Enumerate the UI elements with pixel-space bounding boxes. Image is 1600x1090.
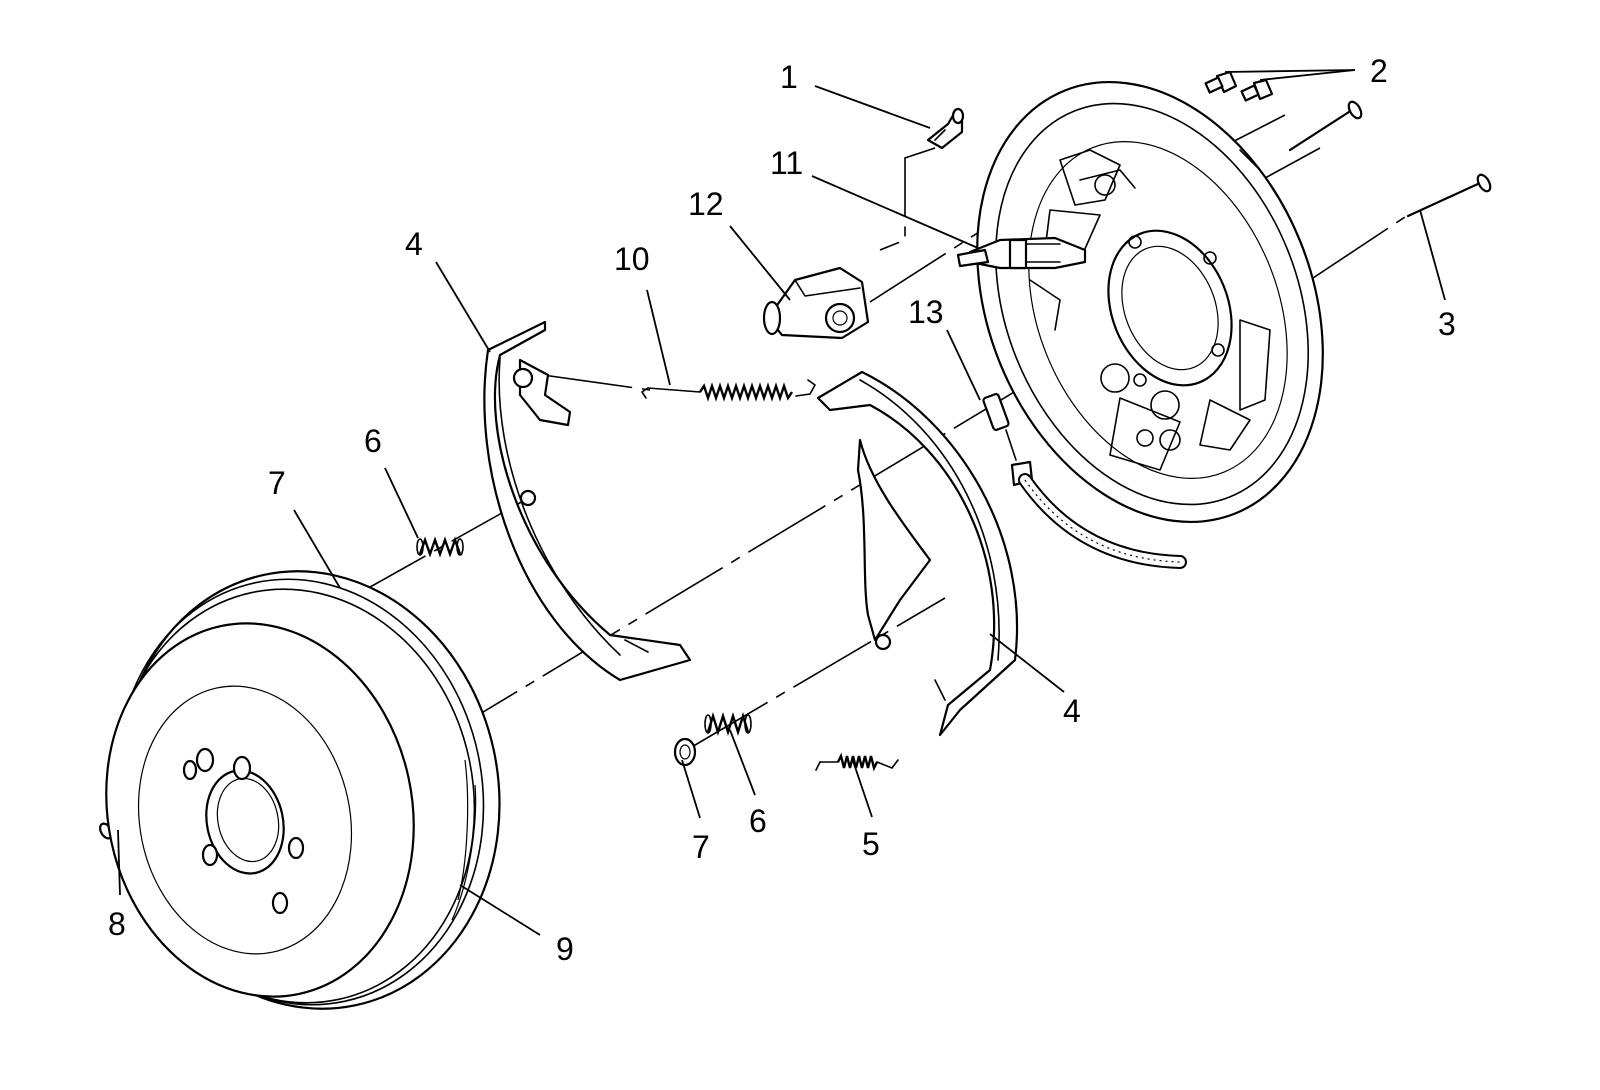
bleeder-valve [926,107,965,150]
callout-10: 10 [614,241,650,277]
wheel-cylinder [762,266,870,340]
callout-7-upper: 7 [268,465,286,501]
leader-lines [117,69,1446,936]
hold-down-spring-lower [704,711,752,737]
brake-shoe-right [816,370,1019,737]
retainer-lower [673,737,697,767]
callout-5: 5 [862,826,880,862]
parking-brake-cable [982,393,1187,569]
callout-1: 1 [780,59,798,95]
backing-plate [976,80,1324,524]
bolts [1204,70,1274,102]
callout-4-right-shoe: 4 [1063,693,1081,729]
upper-return-spring [641,379,816,402]
callout-7-lower: 7 [692,829,710,865]
callout-12: 12 [688,186,724,222]
callout-11: 11 [770,145,803,181]
hold-down-spring-upper [416,536,464,558]
callout-3: 3 [1438,306,1456,342]
callout-labels: 1 2 3 4 4 5 6 6 7 7 8 9 10 11 12 13 [108,53,1456,967]
callout-6-lower: 6 [749,803,767,839]
callout-8: 8 [108,906,126,942]
brake-drum [105,570,501,1010]
hold-down-pins [1288,100,1492,218]
callout-13: 13 [908,294,944,330]
callout-4-left-shoe: 4 [405,226,423,262]
lower-return-spring [815,752,899,772]
callout-9: 9 [556,931,574,967]
adjuster-assembly [956,236,1087,270]
brake-shoe-left [483,320,692,682]
callout-6-upper: 6 [364,423,382,459]
callout-2: 2 [1370,53,1388,89]
